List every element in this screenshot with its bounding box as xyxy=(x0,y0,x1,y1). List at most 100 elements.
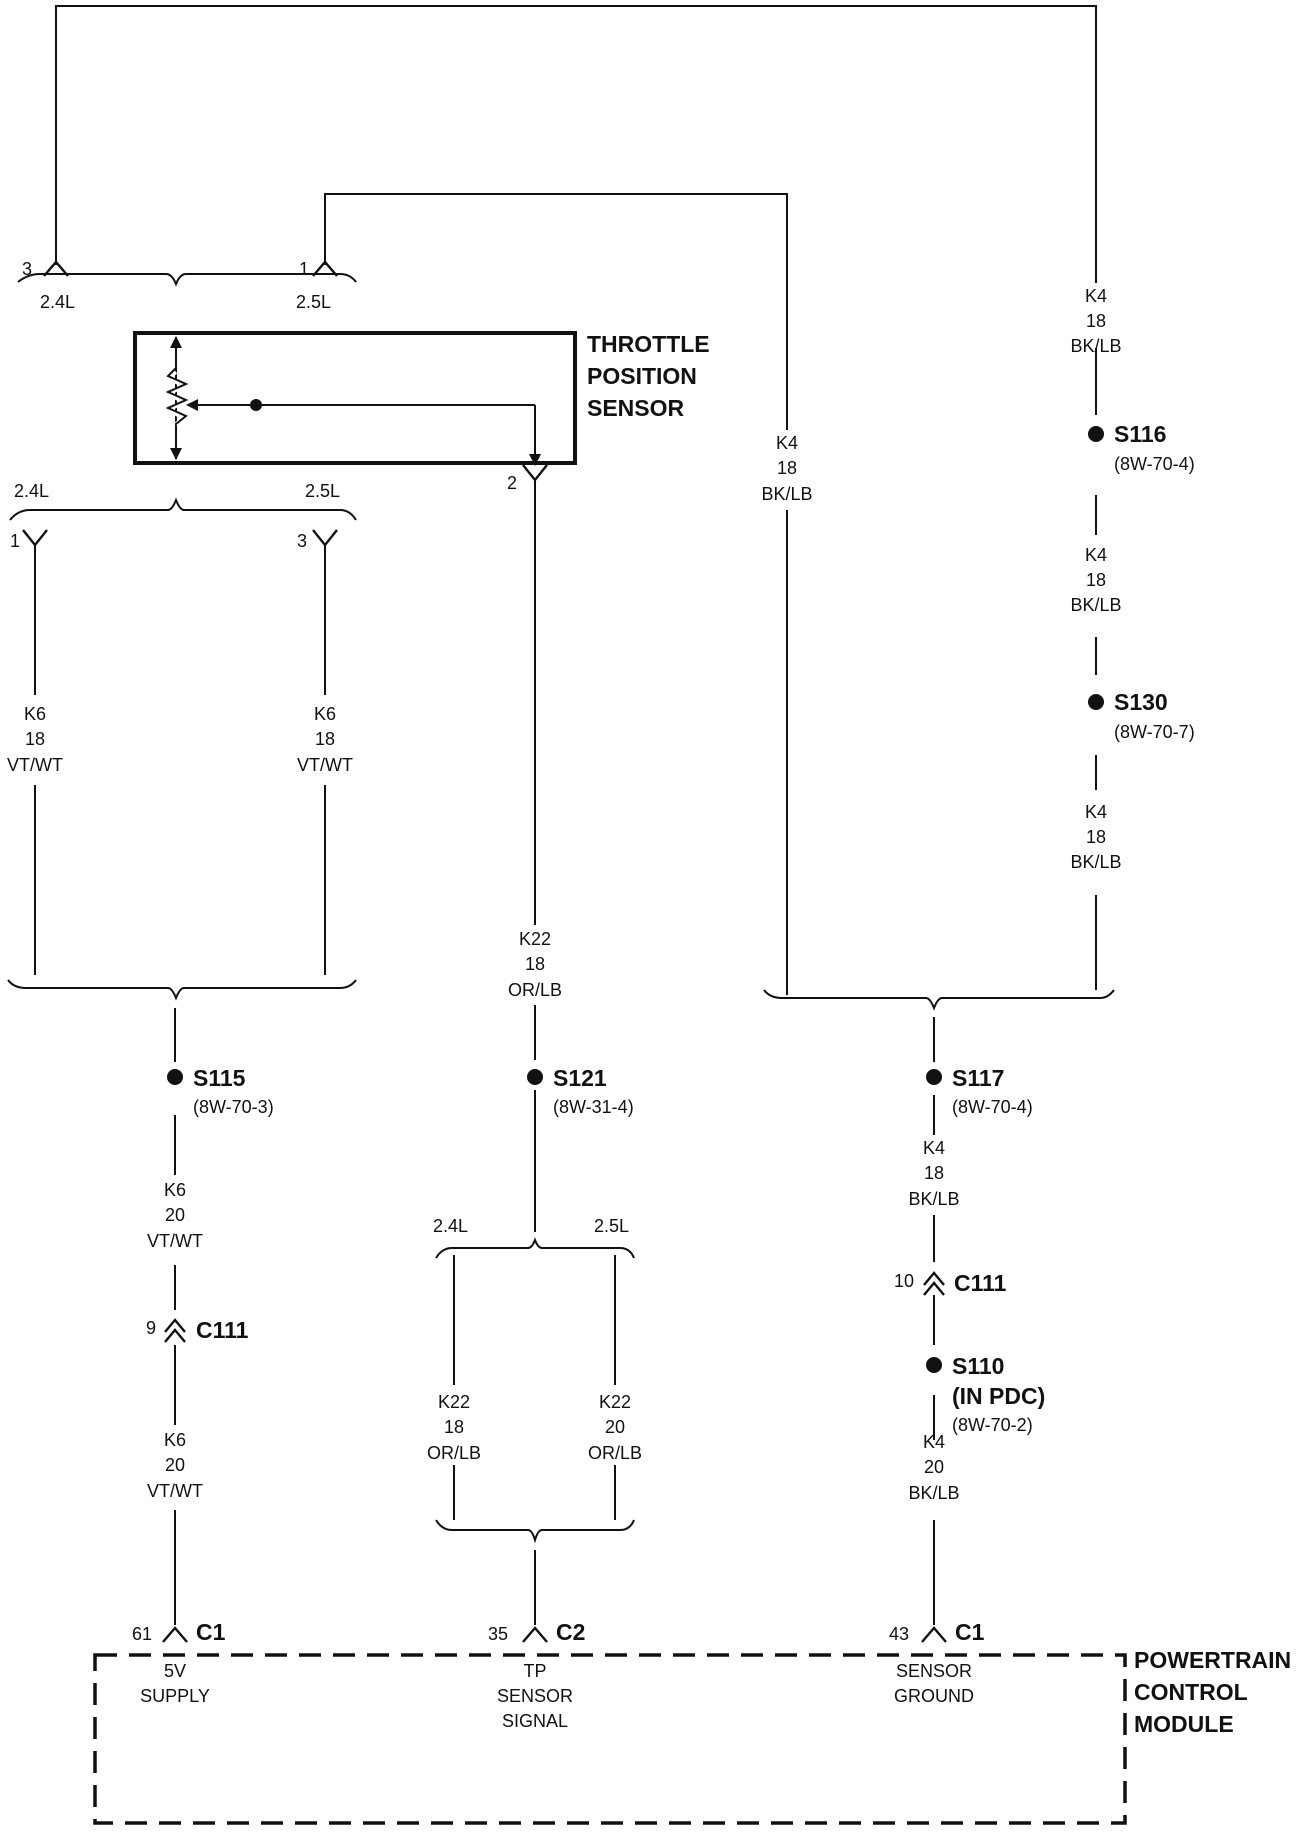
wire-k22-20-label-1: K22 xyxy=(599,1392,631,1412)
pcm-c2-label-2: SENSOR xyxy=(497,1686,573,1706)
brace-k22-split xyxy=(435,1237,635,1259)
wire-k4-r1-label-3: BK/LB xyxy=(1070,336,1121,356)
splice-dot-s116 xyxy=(1088,426,1104,442)
lower-pin-1-label: 1 xyxy=(10,531,20,551)
wire-k6-20-a-label-1: K6 xyxy=(164,1180,186,1200)
wire-k6-18-right-label-1: K6 xyxy=(314,704,336,724)
wire-k22-18-b-label-1: K22 xyxy=(438,1392,470,1412)
wire-k22-18-label-2: 18 xyxy=(525,954,545,974)
wire-k4-mid-label-1: K4 xyxy=(776,433,798,453)
wire-k4-20-label-3: BK/LB xyxy=(908,1483,959,1503)
wire-k4-r3-label-2: 18 xyxy=(1086,827,1106,847)
splice-s110-name2: (IN PDC) xyxy=(952,1383,1045,1409)
splice-s115-ref: (8W-70-3) xyxy=(193,1097,274,1117)
splice-dot-s130 xyxy=(1088,694,1104,710)
wire-k4-r1-label-1: K4 xyxy=(1085,286,1107,306)
c111-right-pin: 10 xyxy=(894,1271,914,1291)
lower-variant-left: 2.4L xyxy=(14,481,49,501)
pcm-c2-name: C2 xyxy=(556,1619,585,1645)
pcm-c1-left-pin: 61 xyxy=(132,1624,152,1644)
pcm-title: POWERTRAIN CONTROL MODULE xyxy=(1134,1647,1291,1737)
pcm-title-line-3: MODULE xyxy=(1134,1711,1234,1737)
wire-k6-20-b-label-2: 20 xyxy=(165,1455,185,1475)
lower-pin-3-symbol xyxy=(312,529,338,547)
wire-k4-mid-label-3: BK/LB xyxy=(761,484,812,504)
pcm-c1-left-name: C1 xyxy=(196,1619,226,1645)
c111-left-pin: 9 xyxy=(146,1318,156,1338)
pcm-c1-left-label-1: 5V xyxy=(164,1661,186,1681)
pcm-c1-right-label-2: GROUND xyxy=(894,1686,974,1706)
splice-s117-ref: (8W-70-4) xyxy=(952,1097,1033,1117)
pcm-c1-left-symbol xyxy=(162,1626,188,1643)
top-variant-right: 2.5L xyxy=(296,292,331,312)
wire-k4-18-low-label-1: K4 xyxy=(923,1138,945,1158)
wire-k22-18-label-1: K22 xyxy=(519,929,551,949)
wire-k4-18-low-label-3: BK/LB xyxy=(908,1189,959,1209)
wire-k4-mid-label-2: 18 xyxy=(777,458,797,478)
wire-k4-20-label-2: 20 xyxy=(924,1457,944,1477)
pcm-c1-right-symbol xyxy=(921,1626,947,1643)
splice-s110-name: S110 xyxy=(952,1353,1004,1379)
pcm-c1-right-pin: 43 xyxy=(889,1624,909,1644)
wire-k22-18-b-label-2: 18 xyxy=(444,1417,464,1437)
sensor-pin-2-symbol xyxy=(522,464,548,482)
wire-k4-r3-label-1: K4 xyxy=(1085,802,1107,822)
wire-k6-18-left-label-3: VT/WT xyxy=(7,755,63,775)
pcm-title-line-2: CONTROL xyxy=(1134,1679,1248,1705)
splice-s121-ref: (8W-31-4) xyxy=(553,1097,634,1117)
brace-lower-variants xyxy=(9,497,357,521)
splice-dot-s110 xyxy=(926,1357,942,1373)
sensor-title-line-1: THROTTLE xyxy=(587,331,710,357)
top-variant-left: 2.4L xyxy=(40,292,75,312)
k22-variant-right: 2.5L xyxy=(594,1216,629,1236)
wire-k6-18-right-label-2: 18 xyxy=(315,729,335,749)
brace-k4-merge xyxy=(763,989,1115,1011)
splice-dot-s115 xyxy=(167,1069,183,1085)
splice-s110-ref: (8W-70-2) xyxy=(952,1415,1033,1435)
pcm-module-outline xyxy=(93,1653,1127,1825)
sensor-pin-2-label: 2 xyxy=(507,473,517,493)
pcm-c1-left-label-2: SUPPLY xyxy=(140,1686,210,1706)
sensor-title-line-2: POSITION xyxy=(587,363,697,389)
c111-right-symbol xyxy=(923,1271,945,1296)
wire-k4-r2-label-3: BK/LB xyxy=(1070,595,1121,615)
splice-s130-name: S130 xyxy=(1114,689,1168,715)
wire-k6-20-b-label-1: K6 xyxy=(164,1430,186,1450)
throttle-position-sensor xyxy=(133,331,577,466)
pcm-c2-label-1: TP xyxy=(523,1661,546,1681)
pcm-title-line-1: POWERTRAIN xyxy=(1134,1647,1291,1673)
pcm-c2-label-3: SIGNAL xyxy=(502,1711,568,1731)
sensor-pin-3-label: 3 xyxy=(22,259,32,279)
splice-s116-ref: (8W-70-4) xyxy=(1114,454,1195,474)
wire-k6-18-right-label-3: VT/WT xyxy=(297,755,353,775)
sensor-pin-3-symbol xyxy=(43,260,69,277)
wire-k6-18-left-label-2: 18 xyxy=(25,729,45,749)
wire-k6-20-a-label-2: 20 xyxy=(165,1205,185,1225)
wire-k4-r2-label-2: 18 xyxy=(1086,570,1106,590)
splice-s115-name: S115 xyxy=(193,1065,246,1091)
wire-k6-20-b-label-3: VT/WT xyxy=(147,1481,203,1501)
lower-pin-3-label: 3 xyxy=(297,531,307,551)
wire-k22-20-label-3: OR/LB xyxy=(588,1443,642,1463)
c111-left-name: C111 xyxy=(196,1317,249,1343)
splice-s130-ref: (8W-70-7) xyxy=(1114,722,1195,742)
brace-k22-merge xyxy=(435,1519,635,1544)
lower-variant-right: 2.5L xyxy=(305,481,340,501)
wire-k22-18-label-3: OR/LB xyxy=(508,980,562,1000)
wire-k4-r2-label-1: K4 xyxy=(1085,545,1107,565)
pcm-c1-right-name: C1 xyxy=(955,1619,985,1645)
c111-right-name: C111 xyxy=(954,1270,1007,1296)
k22-variant-left: 2.4L xyxy=(433,1216,468,1236)
wire-k4-r1-label-2: 18 xyxy=(1086,311,1106,331)
wire-k22-20-label-2: 20 xyxy=(605,1417,625,1437)
wire-k4-mid-loop xyxy=(324,193,788,995)
pcm-c2-pin: 35 xyxy=(488,1624,508,1644)
splice-dot-s117 xyxy=(926,1069,942,1085)
splice-s116-name: S116 xyxy=(1114,421,1166,447)
wire-k4-r3-label-3: BK/LB xyxy=(1070,852,1121,872)
splice-dot-s121 xyxy=(527,1069,543,1085)
wire-k4-20-label-1: K4 xyxy=(923,1432,945,1452)
wire-k6-20-a-label-3: VT/WT xyxy=(147,1231,203,1251)
sensor-title-line-3: SENSOR xyxy=(587,395,685,421)
